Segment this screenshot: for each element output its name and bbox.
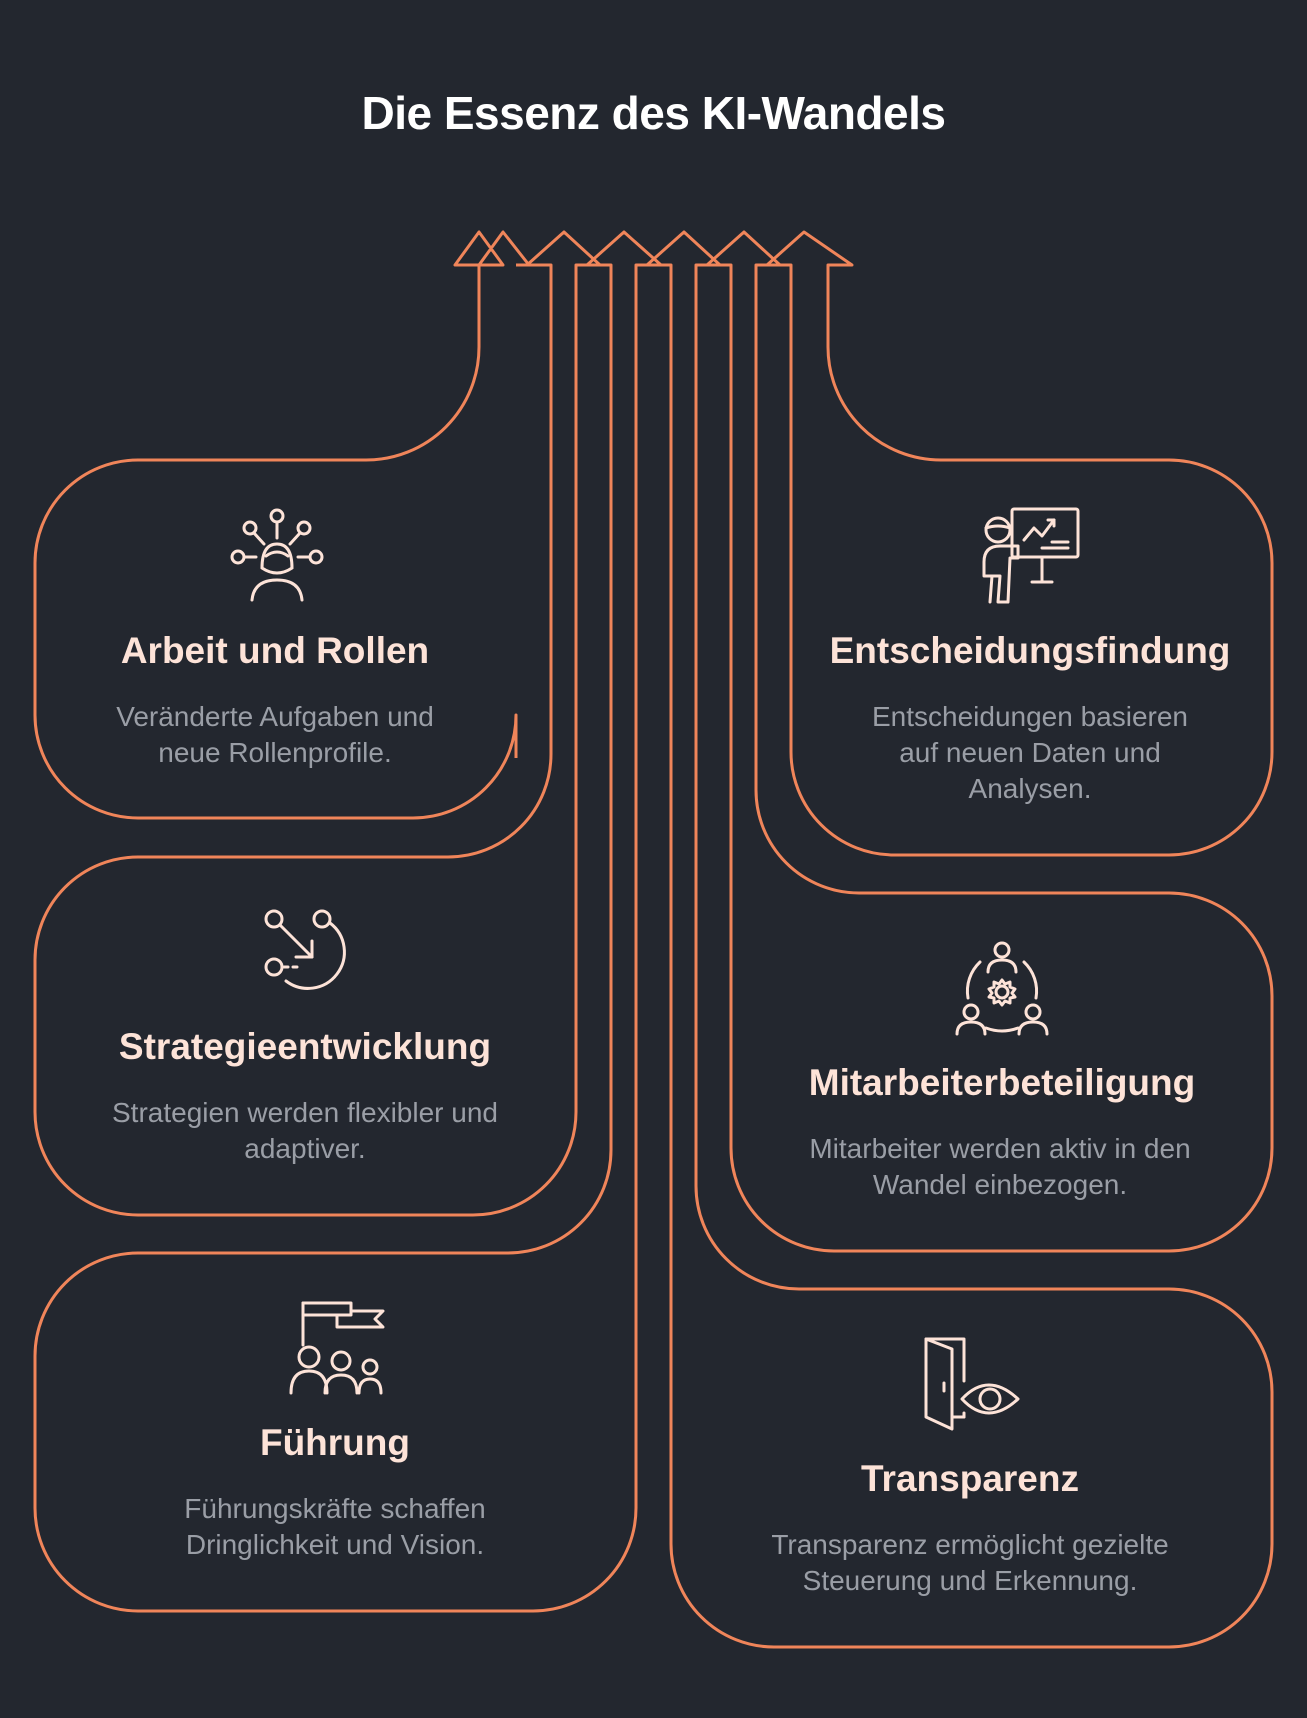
card-desc-arbeit-und-rollen: Veränderte Aufgaben und neue Rollenprofi…: [116, 701, 434, 768]
page-title: Die Essenz des KI-Wandels: [361, 87, 946, 139]
card-desc-mitarbeiterbeteiligung: Mitarbeiter werden aktiv in den Wandel e…: [809, 1133, 1191, 1200]
arrow-shape-mitarbeiterbeteiligung: [705, 230, 1274, 1253]
card-desc-entscheidungsfindung: Entscheidungen basieren auf neuen Daten …: [871, 701, 1188, 804]
card-desc-strategieentwicklung: Strategien werden flexibler und adaptive…: [111, 1097, 498, 1164]
team-flag-icon: [289, 1301, 385, 1395]
arrow-shape-arbeit-und-rollen: [33, 230, 531, 820]
arrow-shape-transparenz: [645, 230, 1274, 1649]
networking-person-icon: [230, 508, 324, 602]
strategy-arrow-icon: [264, 909, 346, 990]
team-gear-icon: [955, 941, 1049, 1036]
card-title-arbeit-und-rollen: Arbeit und Rollen: [120, 630, 430, 671]
card-title-fuehrung: Führung: [259, 1422, 410, 1463]
card-title-entscheidungsfindung: Entscheidungsfindung: [829, 630, 1231, 671]
arrow-shape-entscheidungsfindung: [765, 230, 1274, 857]
arrow-shape-strategieentwicklung: [33, 230, 602, 1217]
card-desc-fuehrung: Führungskräfte schaffen Dringlichkeit un…: [184, 1493, 486, 1560]
door-eye-icon: [924, 1337, 1020, 1431]
arrow-shape-fuehrung: [33, 230, 663, 1613]
card-desc-transparenz: Transparenz ermöglicht gezielte Steuerun…: [771, 1529, 1169, 1596]
card-title-mitarbeiterbeteiligung: Mitarbeiterbeteiligung: [808, 1062, 1196, 1103]
presentation-chart-icon: [982, 507, 1080, 604]
card-title-transparenz: Transparenz: [861, 1458, 1079, 1499]
card-title-strategieentwicklung: Strategieentwicklung: [118, 1026, 492, 1067]
